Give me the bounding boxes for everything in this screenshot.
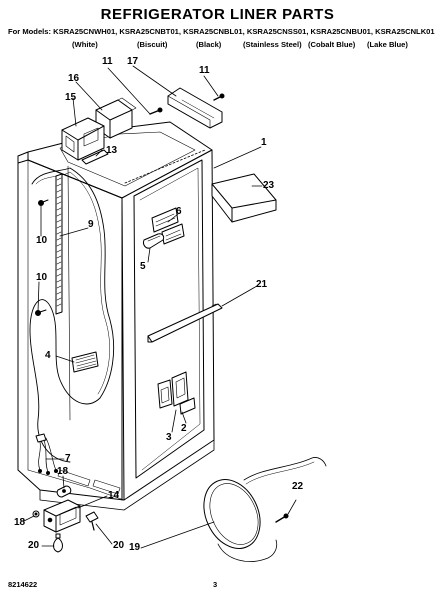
callout-20-left: 20	[28, 540, 40, 551]
color-cobalt: (Cobalt Blue)	[308, 40, 356, 49]
screw-11-right	[213, 93, 225, 101]
callout-13: 13	[106, 145, 118, 156]
callout-10-upper: 10	[36, 235, 48, 246]
callout-11-right: 11	[199, 65, 210, 76]
control-14	[43, 499, 81, 533]
callout-9: 9	[88, 219, 94, 230]
color-lake: (Lake Blue)	[367, 40, 408, 49]
color-black: (Black)	[196, 40, 222, 49]
harness-7	[35, 433, 58, 475]
callout-14: 14	[108, 490, 120, 501]
rail-21	[147, 303, 223, 343]
callout-15: 15	[65, 92, 77, 103]
callout-10-lower: 10	[36, 272, 48, 283]
callout-20-right: 20	[113, 540, 125, 551]
screw-22	[275, 513, 289, 523]
housing-16	[95, 97, 137, 139]
callout-11-left: 11	[102, 56, 113, 67]
callout-6: 6	[176, 206, 182, 217]
color-stainless: (Stainless Steel)	[243, 40, 302, 49]
callout-2: 2	[181, 423, 187, 434]
vent-4	[71, 351, 99, 373]
shelf-ladder	[55, 173, 63, 315]
tube-19	[203, 457, 327, 562]
callout-4: 4	[45, 350, 51, 361]
callout-17: 17	[127, 56, 139, 67]
callout-18-upper: 18	[57, 466, 69, 477]
callout-22: 22	[292, 481, 304, 492]
leader-lines	[23, 65, 297, 549]
bulb-20-left	[53, 533, 63, 553]
bulb-20-right	[85, 511, 99, 531]
liner-tubing-inner	[35, 171, 110, 395]
part-18-left	[32, 510, 40, 518]
callout-19: 19	[129, 542, 141, 553]
callout-1: 1	[261, 137, 267, 148]
bracket-2	[171, 371, 196, 415]
callout-3: 3	[166, 432, 172, 443]
callout-21: 21	[256, 279, 268, 290]
color-biscuit: (Biscuit)	[137, 40, 168, 49]
callout-18-lower: 18	[14, 517, 26, 528]
callout-7: 7	[65, 453, 71, 464]
page-title: REFRIGERATOR LINER PARTS	[100, 6, 335, 23]
callout-23: 23	[263, 180, 275, 191]
screw-10-lower	[35, 309, 47, 316]
doc-number: 8214622	[8, 580, 38, 589]
control-15	[61, 117, 105, 161]
color-white: (White)	[72, 40, 98, 49]
callout-5: 5	[140, 261, 146, 272]
page-number: 3	[213, 580, 218, 589]
screw-11-left	[149, 107, 163, 115]
part-18-top	[56, 485, 72, 498]
models-line: For Models: KSRA25CNWH01, KSRA25CNBT01, …	[8, 27, 435, 36]
liner-tubing	[29, 167, 115, 463]
liner-body	[17, 121, 215, 511]
bracket-5	[143, 233, 165, 249]
callout-16: 16	[68, 73, 80, 84]
screw-10-upper	[38, 199, 49, 206]
strip-13	[81, 149, 109, 165]
bracket-3	[157, 379, 173, 409]
cover-17	[167, 87, 223, 129]
